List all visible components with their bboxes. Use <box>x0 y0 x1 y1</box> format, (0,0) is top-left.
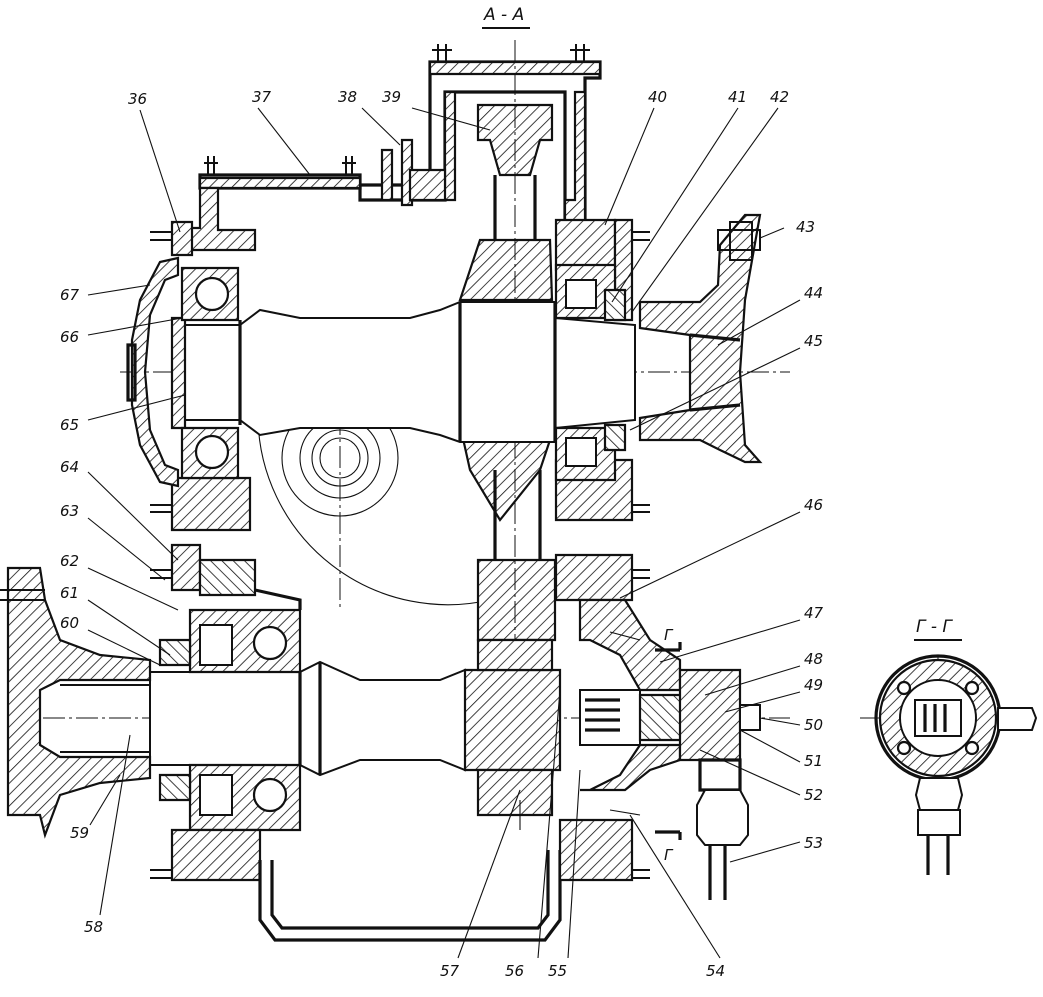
callout-66: 66 <box>60 328 79 346</box>
callout-55: 55 <box>548 962 567 980</box>
flange-upper-right <box>638 213 763 464</box>
bearing-upper-right <box>554 263 627 482</box>
gear-57 <box>476 638 554 830</box>
end-cap-67 <box>126 256 180 488</box>
callout-42: 42 <box>770 88 789 106</box>
callout-41: 41 <box>728 88 747 106</box>
gear-39 <box>458 40 557 642</box>
shaft-upper <box>120 301 790 443</box>
callout-60: 60 <box>60 614 79 632</box>
housing-upper <box>150 44 650 602</box>
callout-65: 65 <box>60 416 79 434</box>
callout-58: 58 <box>84 918 103 936</box>
callout-56: 56 <box>505 962 524 980</box>
callout-62: 62 <box>60 552 79 570</box>
housing-lower <box>150 588 650 942</box>
detail-title: Г - Г <box>916 617 953 637</box>
cut-mark-upper: Г <box>664 626 674 644</box>
detail-view: Г - Г <box>860 617 1038 875</box>
callout-67: 67 <box>60 286 80 304</box>
callout-36: 36 <box>128 90 147 108</box>
callout-40: 40 <box>648 88 667 106</box>
callout-52: 52 <box>804 786 823 804</box>
bearing-lower <box>158 608 302 832</box>
leader-lines <box>87 107 801 959</box>
sensor-assembly: Г Г <box>578 598 761 900</box>
callout-46: 46 <box>804 496 823 514</box>
callout-61: 61 <box>60 584 79 602</box>
callout-45: 45 <box>804 332 823 350</box>
shaft-lower <box>10 660 790 777</box>
callout-50: 50 <box>804 716 823 734</box>
callout-63: 63 <box>60 502 79 520</box>
callout-labels: 36 37 38 39 40 41 42 43 44 45 46 47 48 4… <box>60 88 824 980</box>
callout-59: 59 <box>70 824 89 842</box>
callout-49: 49 <box>804 676 823 694</box>
callout-64: 64 <box>60 458 79 476</box>
callout-53: 53 <box>804 834 823 852</box>
callout-43: 43 <box>796 218 815 236</box>
bearing-upper-left <box>180 266 240 480</box>
callout-54: 54 <box>706 962 725 980</box>
callout-48: 48 <box>804 650 823 668</box>
callout-57: 57 <box>440 962 460 980</box>
callout-47: 47 <box>804 604 824 622</box>
callout-38: 38 <box>338 88 357 106</box>
section-title: А - А <box>483 5 524 25</box>
callout-51: 51 <box>804 752 823 770</box>
cut-mark-lower: Г <box>664 846 674 864</box>
callout-44: 44 <box>804 284 823 302</box>
callout-37: 37 <box>252 88 272 106</box>
callout-39: 39 <box>382 88 401 106</box>
flange-lower-left <box>0 566 152 839</box>
